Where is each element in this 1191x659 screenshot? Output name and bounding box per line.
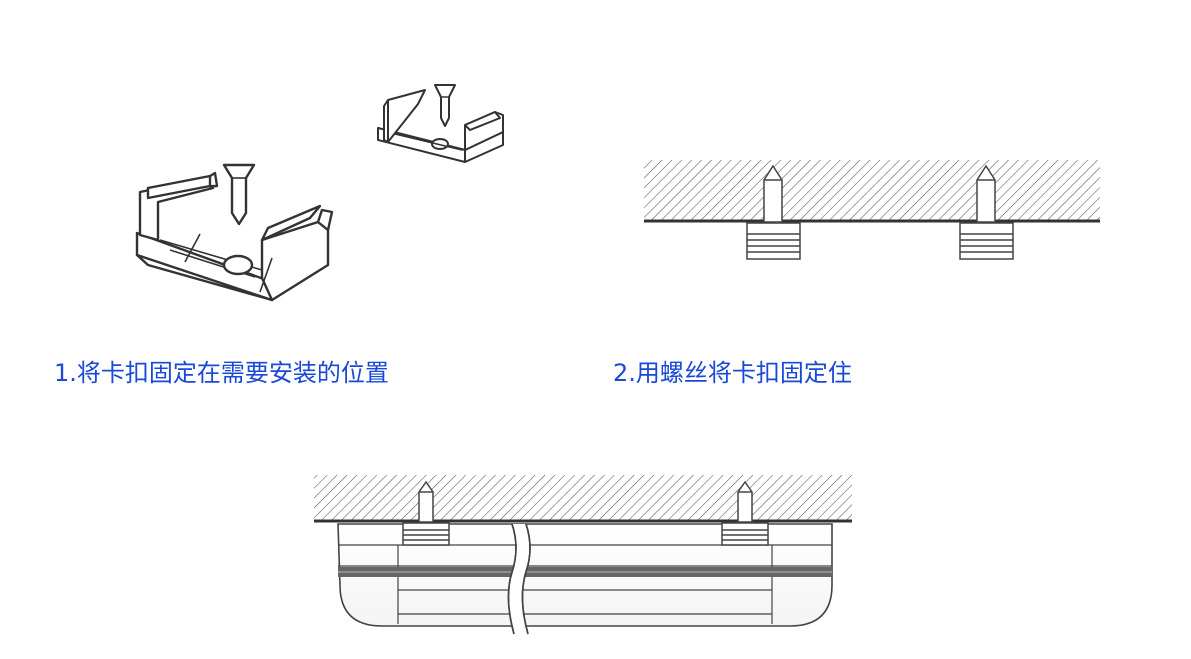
tube-screw-left [418, 480, 434, 523]
tube-clip-right [721, 522, 769, 546]
step-1-caption: 1.将卡扣固定在需要安装的位置 [54, 359, 389, 387]
clip-left [746, 222, 801, 260]
clip-illustration-large [135, 163, 334, 302]
ceiling-mount-diagram [644, 160, 1100, 260]
ceiling-hatch [644, 160, 1100, 220]
step-2-caption: 2.用螺丝将卡扣固定住 [613, 359, 852, 387]
tube-clip-left [402, 522, 450, 546]
clip-right [959, 222, 1014, 260]
tube-screw-right [737, 480, 753, 523]
clip-illustration-small [377, 84, 504, 163]
ceiling-hatch-bottom [314, 475, 852, 520]
tube-installed-diagram [314, 475, 852, 635]
